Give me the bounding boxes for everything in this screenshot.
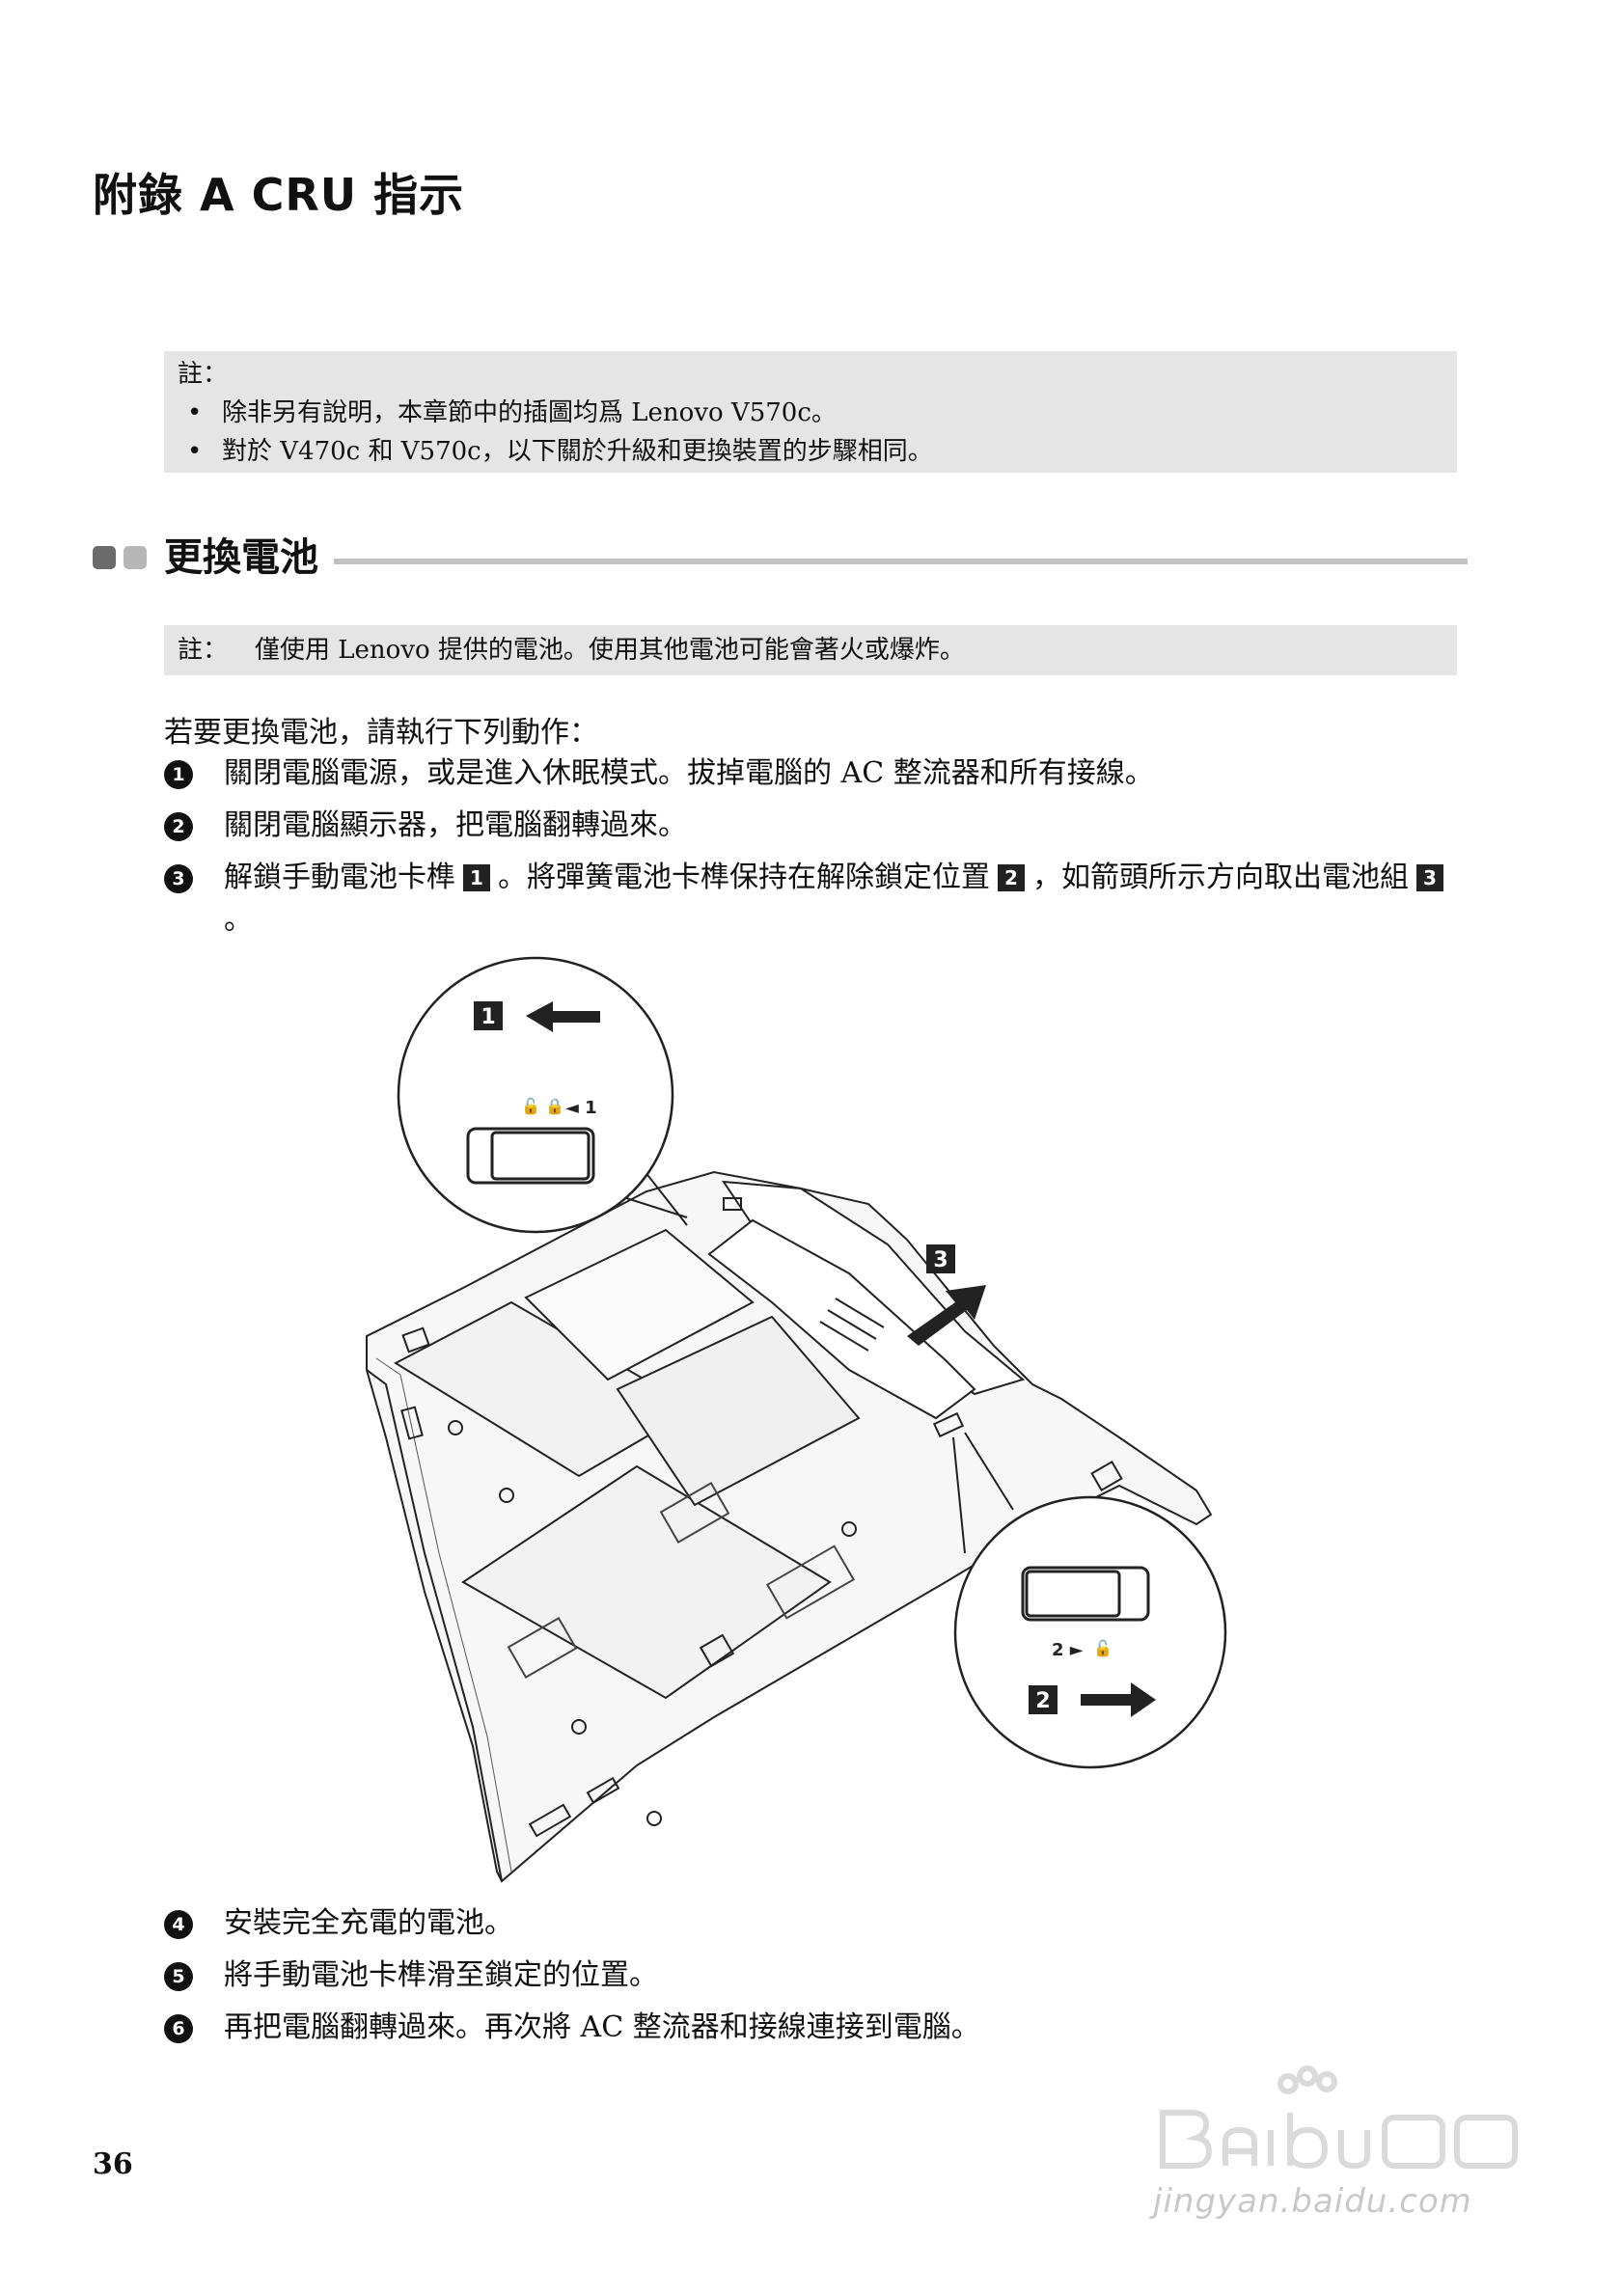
baidu-watermark-logo: [1160, 2065, 1518, 2170]
screw-hole: [571, 1719, 587, 1735]
foot-pad: [699, 1633, 735, 1668]
logo-glyph: [1454, 2115, 1518, 2169]
logo-letter-d: [1287, 2113, 1329, 2170]
callout-ref-3: 3: [1416, 864, 1443, 891]
latch-1-knob: [490, 1131, 591, 1181]
upper-panel: [524, 1228, 755, 1381]
cpu-door-panel: [616, 1315, 861, 1507]
latch-2-slot: [932, 1411, 965, 1438]
callout-2-number: 2: [1035, 1689, 1050, 1713]
section-title: 更換電池: [164, 531, 324, 585]
unlock-icon: 🔓: [521, 1097, 540, 1115]
battery-ridge-line: [819, 1321, 869, 1352]
port: [528, 1803, 572, 1838]
note-bullet-item: • 除非另有說明，本章節中的插圖均爲 Lenovo V570c。: [178, 394, 1443, 432]
note-label: 註：: [178, 360, 229, 389]
step-6: 6 再把電腦翻轉過來。再次將 AC 整流器和接線連接到電腦。: [164, 2007, 1476, 2049]
section-marker-icon: [124, 546, 147, 569]
step-number-icon: 2: [164, 812, 193, 841]
battery-ridge-line: [827, 1309, 877, 1340]
page-number: 36: [93, 2147, 133, 2181]
foot-pad: [401, 1326, 430, 1353]
step-number-icon: 1: [164, 760, 193, 789]
callout-circle-latch-2: [953, 1495, 1227, 1769]
step-text: 關閉電腦電源，或是進入休眠模式。拔掉電腦的 AC 整流器和所有接線。: [224, 756, 1154, 790]
screw-hole: [841, 1521, 857, 1537]
note-label: 註：: [178, 636, 229, 665]
step-text-part: 解鎖手動電池卡榫: [224, 861, 455, 894]
logo-glyph: [1382, 2115, 1445, 2169]
port: [586, 1776, 620, 1805]
step-text-part: 。將彈簧電池卡榫保持在解除鎖定位置: [498, 861, 990, 894]
laptop-side-edge: [366, 1369, 503, 1882]
step-text: 安裝完全充電的電池。: [224, 1906, 513, 1940]
screw-hole: [646, 1811, 662, 1826]
step-text-part: 。: [224, 903, 253, 937]
battery-ridge-line: [835, 1298, 885, 1328]
callout-leader: [964, 1432, 1014, 1511]
latch-2-label: 2 ►: [1052, 1640, 1084, 1660]
step-3: 3 解鎖手動電池卡榫 1 。將彈簧電池卡榫保持在解除鎖定位置 2 ，如箭頭所示方向取出電…: [164, 857, 1476, 942]
lock-icon: 🔒: [545, 1097, 564, 1115]
port: [400, 1406, 424, 1440]
section-divider: [334, 559, 1468, 564]
paw-toe: [1297, 2065, 1318, 2087]
callout-2-badge: [1029, 1685, 1058, 1714]
battery-removal-illustration: 1 🔓 🔒 ◄ 1 3 2 ► 🔓 2: [366, 956, 1227, 1883]
bullet-icon: •: [187, 398, 203, 427]
step-text: 將手動電池卡榫滑至鎖定的位置。: [224, 1958, 658, 1992]
unlock-icon: 🔓: [1093, 1639, 1113, 1657]
logo-letter-u: [1338, 2130, 1370, 2170]
arrow-left-icon: [526, 1001, 600, 1032]
foot-pad: [1090, 1460, 1123, 1492]
latch-1-label: ◄ 1: [565, 1098, 597, 1118]
note-box-general: 註： • 除非另有說明，本章節中的插圖均爲 Lenovo V570c。 • 對於…: [164, 351, 1457, 473]
arrow-up-right-icon: [907, 1285, 986, 1346]
hdd-door-panel: [461, 1464, 832, 1700]
step-text: 解鎖手動電池卡榫 1 。將彈簧電池卡榫保持在解除鎖定位置 2 ，如箭頭所示方向取出電池組…: [224, 857, 1476, 942]
section-marker-icon: [93, 546, 116, 569]
step-text: 關閉電腦顯示器，把電腦翻轉過來。: [224, 808, 687, 842]
step-number-icon: 6: [164, 2014, 193, 2043]
callout-ref-1: 1: [463, 864, 490, 891]
callout-1-badge: [474, 1001, 503, 1030]
step-2: 2 關閉電腦顯示器，把電腦翻轉過來。: [164, 805, 1476, 847]
step-number-icon: 4: [164, 1910, 193, 1939]
step-4: 4 安裝完全充電的電池。: [164, 1902, 1476, 1945]
callout-1-number: 1: [481, 1005, 495, 1029]
step-text: 再把電腦翻轉過來。再次將 AC 整流器和接線連接到電腦。: [224, 2010, 980, 2044]
callout-3-number: 3: [933, 1248, 948, 1272]
step-text-part: ，如箭頭所示方向取出電池組: [1032, 861, 1409, 894]
step-number-icon: 3: [164, 864, 193, 893]
callout-leader: [952, 1436, 966, 1554]
chapter-title: 附錄 A CRU 指示: [93, 169, 465, 221]
callout-circle-latch-1: [397, 956, 674, 1234]
laptop-side-edge: [375, 1357, 512, 1872]
step-5: 5 將手動電池卡榫滑至鎖定的位置。: [164, 1954, 1476, 1997]
paw-toe: [1278, 2073, 1299, 2094]
note-box-battery-warning: 註： 僅使用 Lenovo 提供的電池。使用其他電池可能會著火或爆炸。: [164, 625, 1457, 675]
step-1: 1 關閉電腦電源，或是進入休眠模式。拔掉電腦的 AC 整流器和所有接線。: [164, 752, 1476, 795]
callout-ref-2: 2: [998, 864, 1025, 891]
bullet-icon: •: [187, 437, 203, 466]
screw-hole: [499, 1488, 514, 1503]
note-bullet-text: 除非另有說明，本章節中的插圖均爲 Lenovo V570c。: [222, 398, 837, 427]
logo-letter-a: [1223, 2126, 1257, 2166]
note-bullet-item: • 對於 V470c 和 V570c，以下關於升級和更換裝置的步驟相同。: [178, 432, 1443, 471]
paw-toe: [1316, 2071, 1337, 2092]
note-bullet-text: 對於 V470c 和 V570c，以下關於升級和更換裝置的步驟相同。: [222, 437, 933, 466]
latch-2-knob: [1025, 1570, 1121, 1618]
note-text: 僅使用 Lenovo 提供的電池。使用其他電池可能會著火或爆炸。: [255, 636, 965, 665]
screw-hole: [448, 1420, 463, 1435]
arrow-right-icon: [1081, 1682, 1156, 1717]
instructions-intro: 若要更換電池，請執行下列動作：: [164, 716, 598, 750]
step-number-icon: 5: [164, 1962, 193, 1991]
callout-3-badge: [926, 1244, 955, 1273]
latch-1-slot: [723, 1197, 742, 1211]
section-heading: 更換電池: [93, 531, 1468, 585]
logo-letter-B: [1160, 2110, 1213, 2169]
watermark-url: jingyan.baidu.com: [1153, 2182, 1472, 2221]
